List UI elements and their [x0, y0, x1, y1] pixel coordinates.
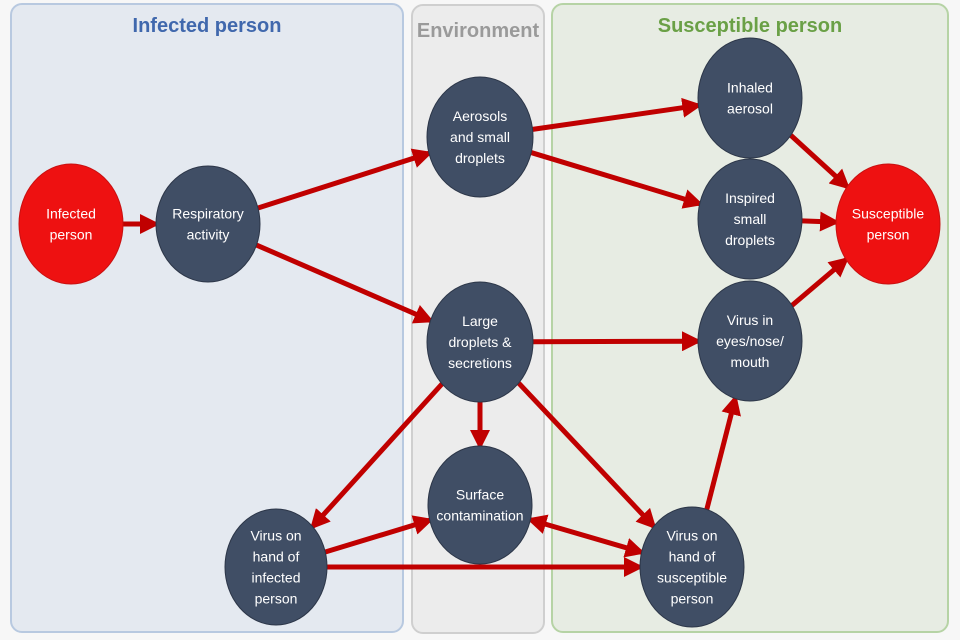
- arrow-virus-eyes-to-susceptible-person: [790, 256, 850, 308]
- node-label: secretions: [448, 355, 512, 371]
- node-label: Infected: [46, 206, 96, 222]
- node-circle: [18, 163, 124, 285]
- node-label: aerosol: [727, 101, 773, 117]
- panel-title-susceptible: Susceptible person: [657, 15, 843, 37]
- arrow-virus-hand-susceptible-to-virus-eyes: [704, 394, 741, 511]
- node-label: small: [734, 211, 767, 227]
- arrow-aerosols-to-inspired-droplets: [530, 150, 704, 209]
- node-label: susceptible: [657, 570, 727, 586]
- node-inhaled-aerosol: Inhaled aerosol: [697, 37, 803, 159]
- node-label: hand of: [253, 549, 300, 565]
- node-circle: [427, 445, 533, 565]
- node-label: person: [255, 591, 298, 607]
- arrow-aerosols-to-inhaled-aerosol: [532, 97, 703, 132]
- node-circle: [697, 280, 803, 402]
- node-virus-hand-infected: Virus on hand of infected person: [224, 508, 328, 626]
- node-label: Inspired: [725, 190, 775, 206]
- node-label: Virus on: [250, 528, 301, 544]
- node-label: person: [50, 227, 93, 243]
- arrow-virus-hand-infected-to-surface-contamination: [324, 515, 434, 555]
- node-large-droplets: Large droplets & secretions: [426, 281, 534, 403]
- node-label: infected: [251, 570, 300, 586]
- panel-title-infected: Infected person: [132, 15, 282, 37]
- arrow-large-droplets-to-virus-hand-susceptible: [516, 381, 657, 530]
- arrow-respiratory-activity-to-large-droplets: [255, 242, 435, 324]
- node-circle: [697, 158, 803, 280]
- node-label: Susceptible: [852, 206, 925, 222]
- panel-title-environment: Environment: [416, 20, 540, 42]
- node-label: person: [867, 227, 910, 243]
- node-label: Virus on: [666, 528, 717, 544]
- node-aerosols: Aerosols and small droplets: [426, 76, 534, 198]
- node-label: droplets &: [448, 334, 512, 350]
- node-label: Large: [462, 313, 498, 329]
- node-label: Surface: [456, 487, 504, 503]
- node-label: Respiratory: [172, 206, 244, 222]
- arrow-respiratory-activity-to-aerosols: [257, 148, 433, 211]
- node-surface-contamination: Surface contamination: [427, 445, 533, 565]
- node-label: droplets: [725, 232, 775, 248]
- arrow-inspired-droplets-to-susceptible-person: [801, 211, 841, 232]
- arrow-surface-contamination-to-virus-hand-susceptible: [526, 514, 646, 558]
- arrow-large-droplets-to-virus-eyes: [532, 331, 703, 352]
- node-circle: [426, 281, 534, 403]
- node-label: Virus in: [727, 312, 773, 328]
- node-infected-person: Infected person: [18, 163, 124, 285]
- node-virus-eyes: Virus in eyes/nose/mouth: [697, 280, 803, 402]
- node-respiratory-activity: Respiratory activity: [155, 165, 261, 283]
- node-circle: [224, 508, 328, 626]
- node-label: hand of: [669, 549, 716, 565]
- node-inspired-droplets: Inspired small droplets: [697, 158, 803, 280]
- node-label: contamination: [436, 508, 523, 524]
- node-label: and small: [450, 129, 510, 145]
- node-circle: [835, 163, 941, 285]
- arrow-large-droplets-to-virus-hand-infected: [309, 382, 444, 530]
- node-circle: [639, 506, 745, 628]
- node-label: mouth: [731, 354, 770, 370]
- node-label: person: [671, 591, 714, 607]
- panel-infected-person: Infected person: [10, 3, 404, 633]
- node-label: activity: [187, 227, 230, 243]
- node-circle: [697, 37, 803, 159]
- node-label: Inhaled: [727, 80, 773, 96]
- node-circle: [155, 165, 261, 283]
- node-susceptible-person: Susceptible person: [835, 163, 941, 285]
- node-label: eyes/nose/: [716, 333, 784, 349]
- node-label: Aerosols: [453, 108, 507, 124]
- arrow-inhaled-aerosol-to-susceptible-person: [789, 133, 851, 190]
- node-virus-hand-susceptible: Virus on hand of susceptible person: [639, 506, 745, 628]
- node-label: droplets: [455, 150, 505, 166]
- node-circle: [426, 76, 534, 198]
